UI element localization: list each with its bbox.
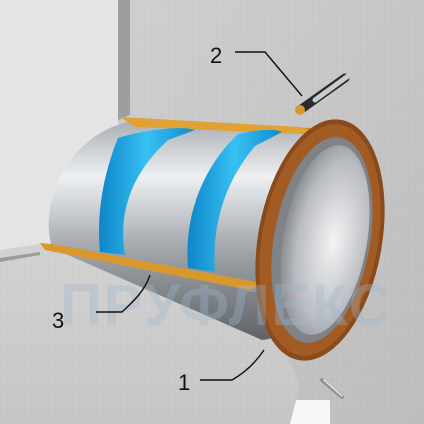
watermark-text: ПРУФЛЕКС (60, 273, 393, 338)
leader-line-2 (235, 51, 303, 97)
anchor-bolt-top (295, 73, 351, 115)
leader-line-3 (96, 274, 151, 313)
seal-band-2 (187, 129, 282, 272)
seal-band-1 (99, 128, 195, 255)
leader-line-1 (200, 349, 265, 381)
anchor-nail-bottom (320, 378, 344, 399)
callout-3: 3 (52, 308, 64, 333)
callout-1: 1 (178, 370, 190, 395)
collar-bottom-band (40, 243, 262, 290)
floor-edge (0, 252, 40, 262)
callout-2: 2 (210, 43, 222, 68)
wall-edge-shadow (118, 0, 130, 120)
pipe-interior (280, 145, 370, 335)
